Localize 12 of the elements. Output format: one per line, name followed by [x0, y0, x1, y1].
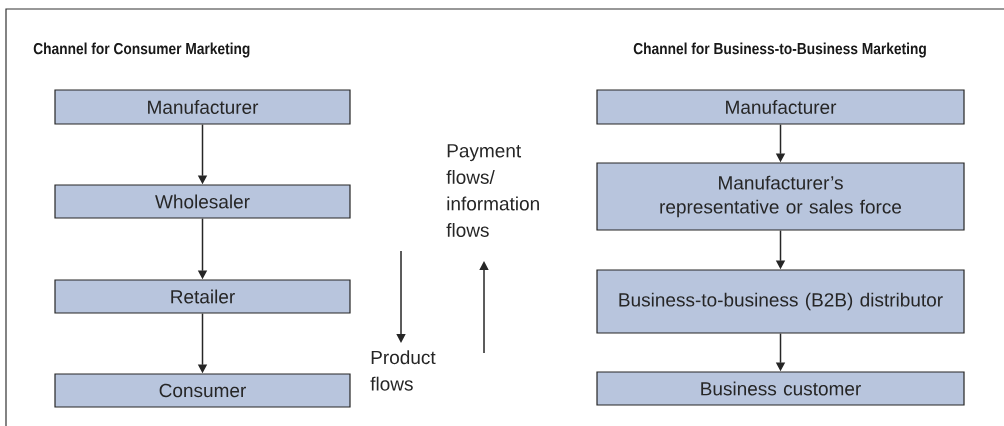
process-box: Wholesaler — [54, 184, 351, 219]
column-heading: Channel for Business-to-Business Marketing — [633, 42, 926, 58]
flow-label: Payment flows/ information flows — [446, 144, 539, 237]
process-box: Retailer — [54, 279, 351, 314]
column-heading: Channel for Consumer Marketing — [33, 42, 250, 58]
process-box: Manufacturer — [596, 89, 965, 125]
process-box: Business customer — [596, 371, 965, 406]
process-box: Business-to-business (B2B) distributor — [596, 269, 965, 334]
process-box: Manufacturer — [54, 89, 351, 125]
process-box: Manufacturer’s representative or sales force — [596, 162, 965, 231]
flow-label: Product flows — [370, 350, 436, 391]
process-box: Consumer — [54, 373, 351, 408]
